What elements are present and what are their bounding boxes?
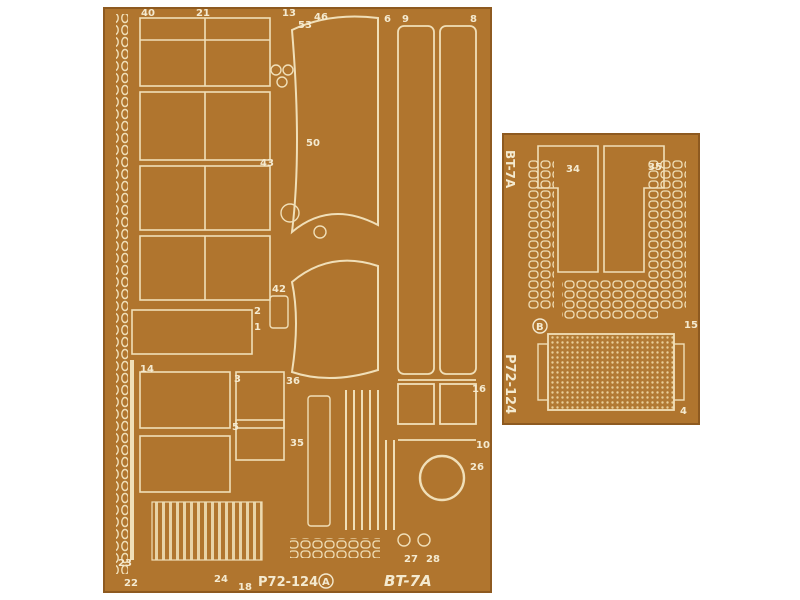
fret-a-part-numbers: 40 21 13 53 46 6 9 8 50 43 42 2 1 3 5 36… xyxy=(118,8,490,593)
fret-b-part-numbers: 34 35 15 4 xyxy=(566,162,698,417)
part-number: 2 xyxy=(254,306,261,317)
variant-circle xyxy=(532,318,548,334)
grille-tab xyxy=(537,343,549,401)
part-number: 22 xyxy=(124,578,138,589)
part-number: 1 xyxy=(254,322,261,333)
part-number: 23 xyxy=(118,558,132,569)
part-number: 8 xyxy=(470,14,477,25)
part-number: 36 xyxy=(286,376,300,387)
small-parts xyxy=(269,64,466,547)
part-number: 34 xyxy=(566,164,580,175)
link-row xyxy=(290,538,380,558)
part-number: 27 xyxy=(404,554,418,565)
fret-b-variant: B xyxy=(536,322,544,333)
part-number: 35 xyxy=(648,162,662,173)
part-number: 42 xyxy=(272,284,286,295)
part-number: 40 xyxy=(141,8,155,19)
part-number: 50 xyxy=(306,138,320,149)
part-number: 3 xyxy=(234,374,241,385)
large-panels xyxy=(131,17,285,493)
part-number: 15 xyxy=(684,320,698,331)
long-strips xyxy=(397,25,477,441)
slat-grille xyxy=(151,501,263,561)
part-number: 9 xyxy=(402,14,409,25)
part-number: 26 xyxy=(470,462,484,473)
part-number: 18 xyxy=(238,582,252,593)
thin-rods xyxy=(345,390,395,530)
part-number: 5 xyxy=(232,422,239,433)
part-number: 6 xyxy=(384,14,391,25)
part-number: 28 xyxy=(426,554,440,565)
fret-b-vehicle: BT-7A xyxy=(503,150,517,189)
part-number: 10 xyxy=(476,440,490,451)
link-grid xyxy=(562,280,658,320)
fret-a-vehicle: BT-7A xyxy=(384,572,432,590)
part-number: 14 xyxy=(140,364,154,375)
part-number: 16 xyxy=(472,384,486,395)
mesh-grille xyxy=(547,333,675,411)
rod xyxy=(130,360,134,560)
part-number: 46 xyxy=(314,12,328,23)
part-number: 4 xyxy=(680,406,687,417)
chain-strip xyxy=(116,14,128,574)
part-number: 13 xyxy=(282,8,296,19)
part-number: 24 xyxy=(214,574,228,585)
fret-a-code: P72-124 xyxy=(258,575,318,590)
variant-circle xyxy=(318,573,334,589)
fret-b: 34 35 15 4 BT-7A P72-124 B xyxy=(502,133,700,425)
link-column-left xyxy=(528,160,554,310)
fret-a: 40 21 13 53 46 6 9 8 50 43 42 2 1 3 5 36… xyxy=(103,7,492,593)
fret-b-code: P72-124 xyxy=(502,354,517,414)
fenders xyxy=(290,15,379,379)
part-number: 53 xyxy=(298,20,312,31)
part-number: 21 xyxy=(196,8,210,19)
fret-a-variant: A xyxy=(322,577,330,588)
part-number: 43 xyxy=(260,158,274,169)
part-number: 35 xyxy=(290,438,304,449)
grille-tab xyxy=(673,343,685,401)
